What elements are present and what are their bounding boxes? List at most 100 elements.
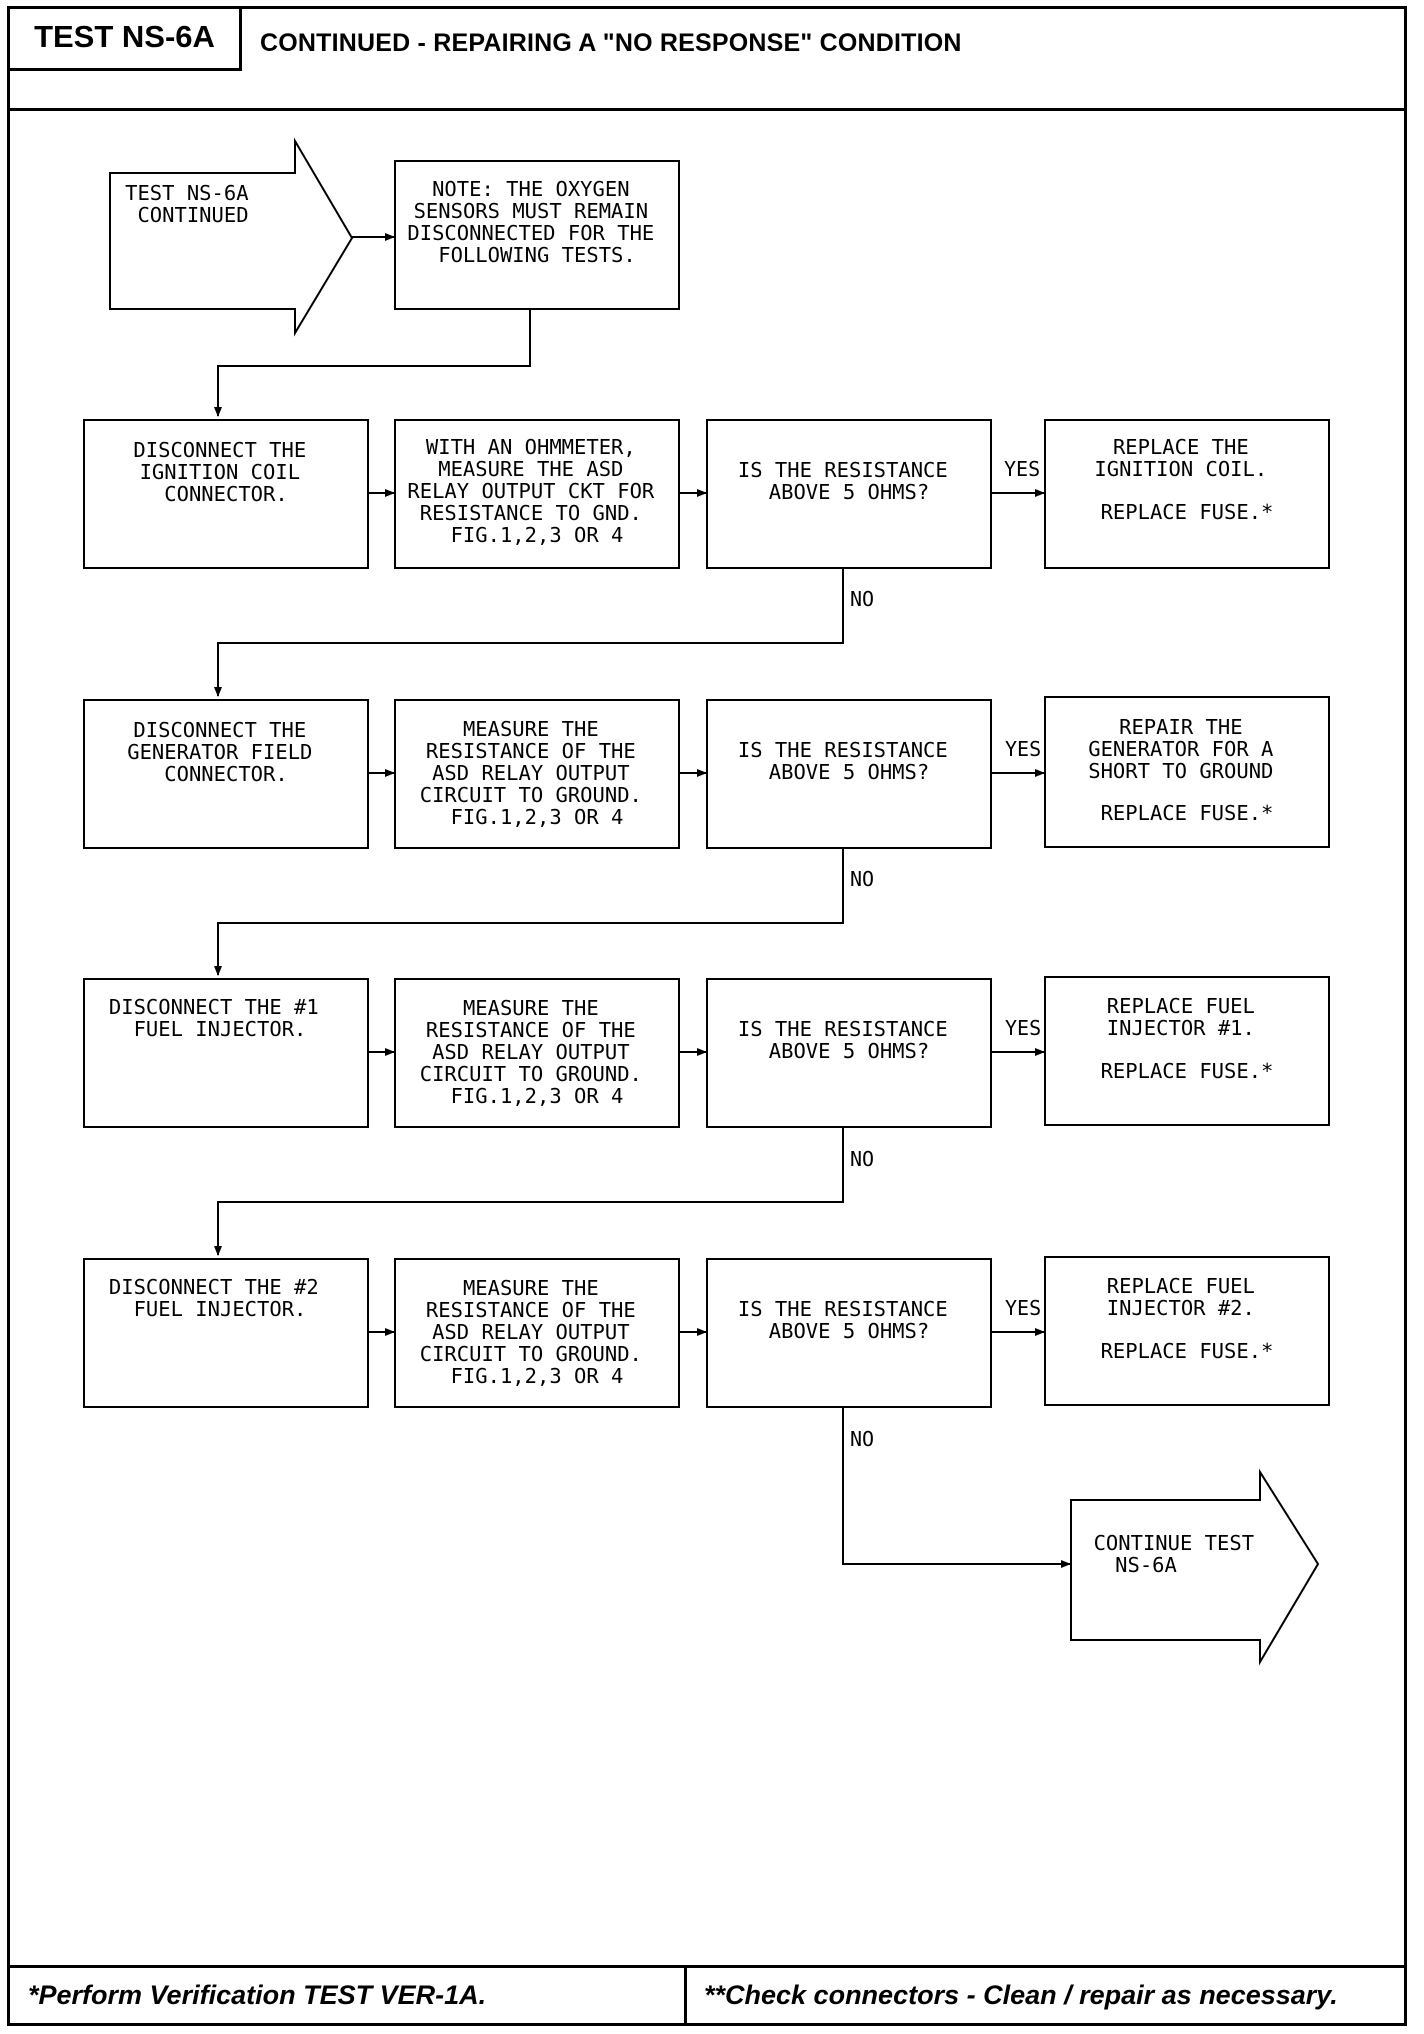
question-line: ABOVE 5 OHMS?	[769, 1039, 929, 1063]
action-line: DISCONNECT THE #2	[109, 1275, 319, 1299]
measure-text: MEASURE THE RESISTANCE OF THE ASD RELAY …	[420, 1276, 655, 1388]
note-box: NOTE: THE OXYGEN SENSORS MUST REMAIN DIS…	[394, 160, 680, 310]
action-line: DISCONNECT THE #1	[109, 995, 319, 1019]
measure-line: CIRCUIT TO GROUND.	[420, 1342, 642, 1366]
action-text: DISCONNECT THE #2 FUEL INJECTOR.	[109, 1275, 331, 1321]
result-line: REPLACE FUEL	[1107, 994, 1255, 1018]
row-4: DISCONNECT THE #2 FUEL INJECTOR. MEASURE…	[83, 1256, 1330, 1451]
result-line: REPLACE FUSE.*	[1101, 500, 1274, 524]
no-label: NO	[850, 1147, 874, 1171]
note-line: FOLLOWING TESTS.	[438, 243, 635, 267]
result-line: REPLACE FUSE.*	[1101, 1059, 1274, 1083]
question-line: ABOVE 5 OHMS?	[769, 1319, 929, 1343]
result-text: REPLACE FUEL INJECTOR #2. REPLACE FUSE.*	[1101, 1274, 1274, 1363]
start-arrow-text: TEST NS-6A CONTINUED	[125, 181, 261, 227]
question-line: ABOVE 5 OHMS?	[769, 480, 929, 504]
note-line: DISCONNECTED FOR THE	[407, 221, 654, 245]
header-title: CONTINUED - REPAIRING A "NO RESPONSE" CO…	[260, 29, 962, 57]
no-arrow	[214, 1127, 844, 1256]
measure-line: RESISTANCE OF THE	[426, 1018, 636, 1042]
measure-line: FIG.1,2,3 OR 4	[451, 523, 624, 547]
result-line: GENERATOR FOR A	[1088, 737, 1273, 761]
yes-label: YES	[1005, 1296, 1041, 1320]
footer-divider	[684, 1968, 687, 2023]
measure-line: WITH AN OHMMETER,	[426, 435, 636, 459]
page-frame: TEST NS-6A CONTINUED - REPAIRING A "NO R…	[7, 6, 1407, 2026]
end-arrow-text: CONTINUE TEST NS-6A	[1094, 1531, 1267, 1577]
end-arrow-line: NS-6A	[1115, 1553, 1177, 1577]
no-arrow	[214, 568, 844, 697]
measure-line: MEASURE THE ASD	[438, 457, 623, 481]
action-line: IGNITION COIL	[140, 460, 300, 484]
yes-label: YES	[1005, 1016, 1041, 1040]
measure-text: WITH AN OHMMETER, MEASURE THE ASD RELAY …	[407, 435, 666, 547]
question-line: IS THE RESISTANCE	[738, 1297, 948, 1321]
start-arrow-line: TEST NS-6A	[125, 181, 248, 205]
result-line: INJECTOR #2.	[1107, 1296, 1255, 1320]
measure-line: MEASURE THE	[463, 1276, 599, 1300]
note-line: NOTE: THE OXYGEN	[432, 177, 629, 201]
footer: *Perform Verification TEST VER-1A. **Che…	[10, 1965, 1404, 2023]
action-text: DISCONNECT THE GENERATOR FIELD CONNECTOR…	[127, 718, 324, 786]
no-arrow	[214, 848, 844, 976]
measure-line: FIG.1,2,3 OR 4	[451, 1084, 624, 1108]
measure-line: FIG.1,2,3 OR 4	[451, 805, 624, 829]
end-arrow: CONTINUE TEST NS-6A	[1070, 1468, 1320, 1666]
result-text: REPLACE FUEL INJECTOR #1. REPLACE FUSE.*	[1101, 994, 1274, 1083]
question-line: IS THE RESISTANCE	[738, 1017, 948, 1041]
row-1: DISCONNECT THE IGNITION COIL CONNECTOR. …	[83, 419, 1330, 611]
measure-line: MEASURE THE	[463, 717, 599, 741]
result-line: REPAIR THE	[1119, 715, 1242, 739]
note-line: SENSORS MUST REMAIN	[414, 199, 649, 223]
header: TEST NS-6A CONTINUED - REPAIRING A "NO R…	[10, 9, 1404, 111]
question-line: IS THE RESISTANCE	[738, 738, 948, 762]
action-line: FUEL INJECTOR.	[134, 1017, 307, 1041]
action-line: CONNECTOR.	[164, 762, 287, 786]
measure-line: CIRCUIT TO GROUND.	[420, 783, 642, 807]
result-line: INJECTOR #1.	[1107, 1016, 1255, 1040]
result-box	[1044, 419, 1330, 569]
action-line: DISCONNECT THE	[133, 438, 306, 462]
result-box	[1044, 976, 1330, 1126]
question-line: ABOVE 5 OHMS?	[769, 760, 929, 784]
no-arrow	[842, 1407, 1071, 1568]
measure-line: ASD RELAY OUTPUT	[432, 1320, 629, 1344]
question-text: IS THE RESISTANCE ABOVE 5 OHMS?	[738, 458, 960, 504]
end-arrow-line: CONTINUE TEST	[1094, 1531, 1254, 1555]
result-line: SHORT TO GROUND	[1088, 759, 1273, 783]
start-arrow-line: CONTINUED	[137, 203, 248, 227]
footer-connectors-note: **Check connectors - Clean / repair as n…	[704, 1980, 1338, 2010]
action-line: GENERATOR FIELD	[127, 740, 312, 764]
action-line: FUEL INJECTOR.	[134, 1297, 307, 1321]
note-text: NOTE: THE OXYGEN SENSORS MUST REMAIN DIS…	[407, 177, 666, 267]
action-text: DISCONNECT THE #1 FUEL INJECTOR.	[109, 995, 331, 1041]
measure-line: RELAY OUTPUT CKT FOR	[407, 479, 654, 503]
measure-line: CIRCUIT TO GROUND.	[420, 1062, 642, 1086]
result-text: REPLACE THE IGNITION COIL. REPLACE FUSE.…	[1094, 435, 1279, 524]
result-box	[1044, 1256, 1330, 1406]
question-line: IS THE RESISTANCE	[738, 458, 948, 482]
start-arrow: TEST NS-6A CONTINUED	[109, 137, 354, 337]
no-label: NO	[850, 1427, 874, 1451]
result-line: REPLACE FUSE.*	[1101, 1339, 1274, 1363]
yes-label: YES	[1004, 457, 1040, 481]
measure-line: MEASURE THE	[463, 996, 599, 1020]
question-text: IS THE RESISTANCE ABOVE 5 OHMS?	[738, 1297, 960, 1343]
measure-line: ASD RELAY OUTPUT	[432, 761, 629, 785]
measure-line: RESISTANCE TO GND.	[420, 501, 642, 525]
test-id-label: TEST NS-6A	[10, 9, 242, 71]
measure-line: ASD RELAY OUTPUT	[432, 1040, 629, 1064]
measure-text: MEASURE THE RESISTANCE OF THE ASD RELAY …	[420, 996, 655, 1108]
question-text: IS THE RESISTANCE ABOVE 5 OHMS?	[738, 1017, 960, 1063]
result-line: REPLACE THE	[1113, 435, 1249, 459]
footer-verification-note: *Perform Verification TEST VER-1A.	[28, 1980, 487, 2010]
no-label: NO	[850, 587, 874, 611]
result-line: REPLACE FUEL	[1107, 1274, 1255, 1298]
measure-text: MEASURE THE RESISTANCE OF THE ASD RELAY …	[420, 717, 655, 829]
question-text: IS THE RESISTANCE ABOVE 5 OHMS?	[738, 738, 960, 784]
action-line: CONNECTOR.	[164, 482, 287, 506]
measure-line: FIG.1,2,3 OR 4	[451, 1364, 624, 1388]
row-3: DISCONNECT THE #1 FUEL INJECTOR. MEASURE…	[83, 976, 1330, 1171]
row-2: DISCONNECT THE GENERATOR FIELD CONNECTOR…	[83, 696, 1330, 891]
no-label: NO	[850, 867, 874, 891]
